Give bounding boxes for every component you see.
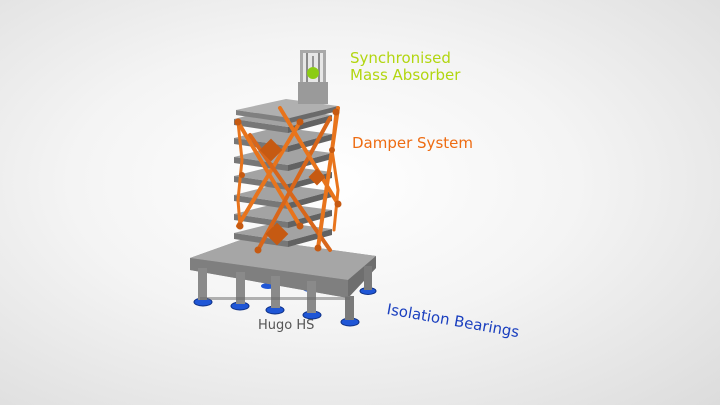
base-platform xyxy=(190,238,376,320)
mass-sphere-icon xyxy=(307,67,319,79)
mass-absorber-cage xyxy=(298,50,328,104)
mass-absorber-label-line2: Mass Absorber xyxy=(350,66,461,84)
mass-absorber-label: Synchronised Mass Absorber xyxy=(350,50,460,84)
credit-label: Hugo HS xyxy=(258,318,315,333)
damper-system-label: Damper System xyxy=(352,134,473,152)
mass-absorber-label-line1: Synchronised xyxy=(350,49,451,67)
damper-braces xyxy=(236,106,340,252)
